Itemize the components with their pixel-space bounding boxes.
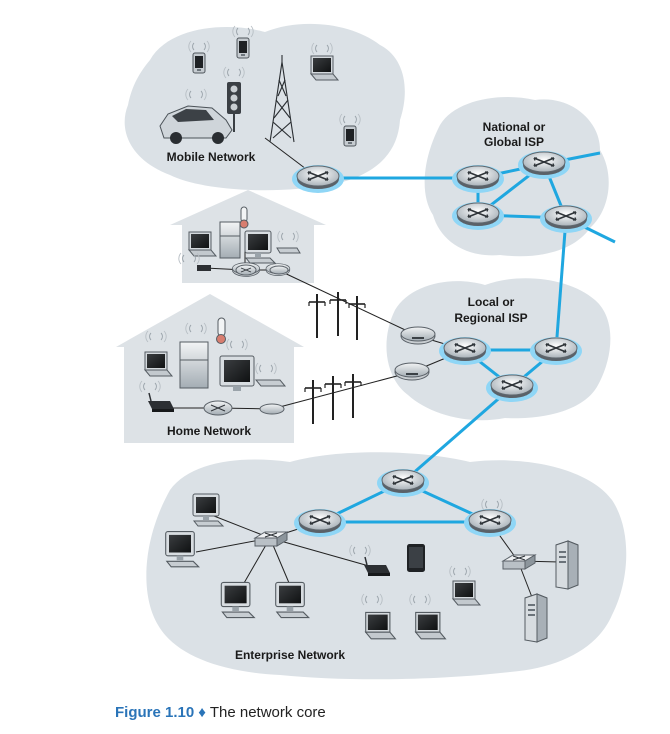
- thermometer-icon: [239, 206, 249, 229]
- desktop-icon: [192, 493, 224, 527]
- router-enterprise-left: [293, 508, 347, 538]
- local-isp-label-line1: Local or: [468, 295, 515, 309]
- router-national-isp-1: [451, 164, 505, 194]
- router-icon-home-top: [235, 264, 289, 276]
- telephone-poles-upper: [308, 291, 366, 341]
- router-national-isp-2: [517, 150, 571, 180]
- router-mobile-gateway: [291, 164, 345, 194]
- server-icon: [524, 593, 548, 643]
- home-network-label: Home Network: [167, 424, 251, 438]
- router-national-isp-3: [451, 201, 505, 231]
- cable-modem-upper: [400, 326, 436, 345]
- router-national-isp-4: [539, 204, 593, 234]
- refrigerator-icon: [219, 221, 241, 259]
- national-isp-label-line1: National or: [483, 120, 546, 134]
- tablet-icon: [407, 544, 425, 572]
- home-devices-bottom: [139, 317, 287, 416]
- national-isp-label-line2: Global ISP: [484, 135, 544, 149]
- car-icon: [159, 88, 233, 144]
- server-icon: [555, 540, 579, 590]
- local-isp-label-line2: Regional ISP: [454, 311, 527, 325]
- home-devices-top: [178, 206, 301, 277]
- caption-separator: ♦: [198, 704, 206, 721]
- figure-number: Figure 1.10: [115, 704, 195, 721]
- refrigerator-icon: [179, 341, 209, 389]
- router-local-isp-3: [485, 373, 539, 403]
- enterprise-network-label: Enterprise Network: [235, 648, 345, 662]
- cable-modem-lower: [394, 362, 430, 381]
- home-house-bottom: [116, 294, 304, 443]
- desktop-icon: [165, 531, 200, 568]
- router-enterprise-right: [463, 508, 517, 538]
- router-local-isp-1: [438, 336, 492, 366]
- thermometer-icon: [216, 317, 226, 344]
- figure-caption: Figure 1.10♦The network core: [115, 704, 326, 721]
- router-local-isp-2: [529, 336, 583, 366]
- figure-title: The network core: [209, 704, 326, 721]
- desktop-icon: [275, 581, 310, 619]
- modem-icon: [197, 265, 211, 271]
- cell-tower: [269, 55, 295, 143]
- mobile-network-label: Mobile Network: [167, 150, 256, 164]
- desktop-icon: [219, 355, 255, 391]
- router-enterprise-gateway: [376, 468, 430, 498]
- mobile-network-cloud: [124, 23, 405, 191]
- traffic-light: [223, 66, 245, 132]
- telephone-poles-lower: [304, 373, 362, 425]
- desktop-icon: [220, 581, 255, 619]
